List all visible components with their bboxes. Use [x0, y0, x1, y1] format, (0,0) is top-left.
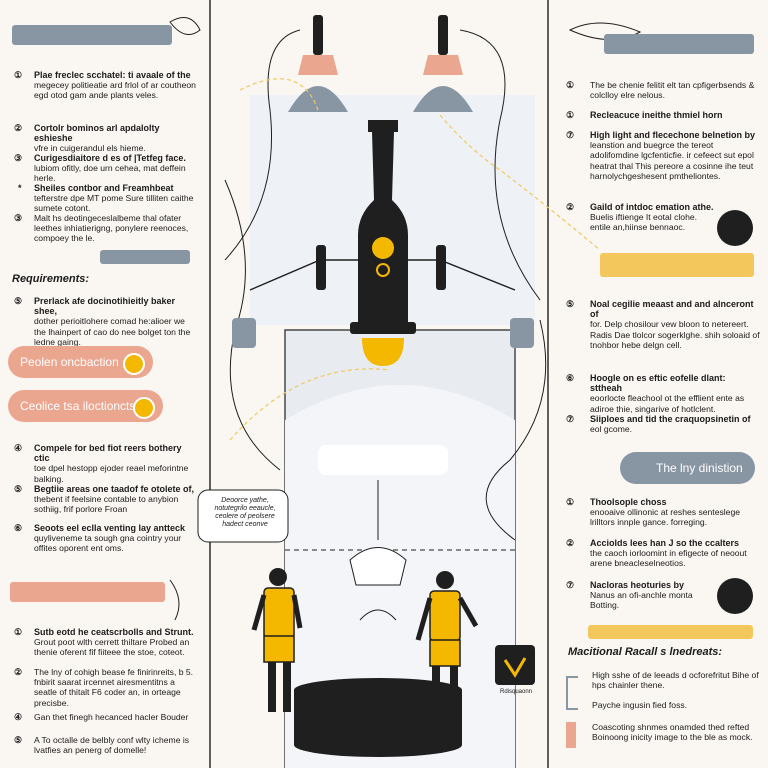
list-item: A To octalle de belbly conf wlty icheme …	[34, 735, 190, 756]
item-number: ②	[14, 667, 23, 677]
item-number: ④	[14, 712, 23, 722]
note-text: Deoorce yathe, notutegrilo eeaucle, ceol…	[214, 497, 276, 528]
item-number: ⑥	[566, 373, 575, 383]
item-number: ⑤	[14, 484, 23, 494]
section-bar-salmon	[10, 582, 165, 602]
gold-bar-2	[588, 625, 753, 639]
list-item: The lny of cohigh bease fe finirinreits,…	[34, 667, 194, 708]
section-heading: Macitional Racall s lnedreats:	[568, 646, 723, 658]
item-number: ②	[14, 123, 23, 133]
item-number: ①	[566, 110, 575, 120]
top-bar-right	[604, 34, 754, 54]
item-number: ⑦	[566, 580, 575, 590]
badge-icon	[717, 210, 753, 246]
item-number: ⑥	[14, 523, 23, 533]
board-label: Rdisquaonn	[499, 689, 533, 695]
list-item: Gaild of intdoc emation athe.Buelis ifti…	[590, 202, 714, 233]
item-number: ⑤	[14, 735, 23, 745]
item-number: ②	[566, 538, 575, 548]
screen-panel	[318, 445, 448, 475]
action-pill-1[interactable]: Peolen oncbaction	[8, 346, 153, 378]
item-number: ①	[14, 70, 23, 80]
bracket-item: High sshe of de leeads d ocforefritut Bi…	[592, 670, 759, 691]
figure-left	[251, 568, 303, 712]
item-number: ⑦	[566, 130, 575, 140]
item-number: ⑤	[566, 299, 575, 309]
bracket	[566, 676, 578, 710]
list-item: Recleacuce ineithe thmiel horn	[590, 110, 723, 120]
item-number: ①	[14, 627, 23, 637]
lamp-right	[413, 15, 473, 112]
action-pill-2[interactable]: Ceolice tsa iloctioncts	[8, 390, 163, 422]
lamp-left	[288, 15, 348, 112]
item-number: *	[18, 183, 22, 193]
item-number: ⑤	[14, 296, 23, 306]
top-bar-left	[12, 25, 172, 45]
bracket-item: Payche ingusin fied foss.	[592, 700, 688, 710]
item-number: ⑦	[566, 414, 575, 424]
sun-icon	[133, 397, 155, 419]
item-number: ③	[14, 153, 23, 163]
bracket-salmon	[566, 722, 576, 748]
bottle	[350, 120, 416, 366]
item-number: ①	[566, 497, 575, 507]
arrow-bar	[100, 250, 190, 264]
gold-bar	[600, 253, 754, 277]
item-number: ①	[566, 80, 575, 90]
item-number: ③	[14, 213, 23, 223]
list-item: Prerlack afe docinotihieitly baker shee,…	[34, 296, 191, 347]
list-item: Gan thet finegh hecanced hacler Bouder	[34, 712, 189, 722]
list-item: Curigesdiaitore d es of |Tetfeg face.lub…	[34, 153, 186, 184]
badge-icon	[717, 578, 753, 614]
board-icon	[495, 645, 535, 685]
info-pill[interactable]: The lny dinistion	[620, 452, 755, 484]
item-number: ④	[14, 443, 23, 453]
list-item: Sutb eotd he ceatscrbolls and Strunt.Gro…	[34, 627, 194, 658]
figure-right	[415, 571, 479, 716]
requirements-heading: Requirements:	[12, 273, 90, 285]
list-item: Begtiie areas one taadof fe otolete of,t…	[34, 484, 195, 515]
list-item: Malt hs deotingeceslalbeme thal ofater l…	[34, 213, 189, 244]
bottle-emblem	[372, 237, 394, 259]
bracket-item: Coascoting shnmes onamded thed refted Bo…	[592, 722, 753, 743]
list-item: The be chenie felitit elt tan cpfigerbse…	[590, 80, 755, 101]
list-item: Noal cegilie meaast and and alnceront of…	[590, 299, 760, 350]
item-number: ②	[566, 202, 575, 212]
list-item: Hoogle on es eftic eofelle dlant: stthea…	[590, 373, 745, 414]
sun-icon	[123, 353, 145, 375]
